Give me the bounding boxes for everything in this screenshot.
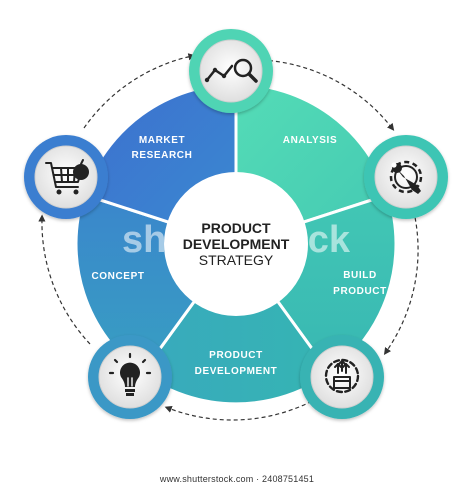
badge-build-product bbox=[364, 135, 448, 219]
label-build-product-line1: BUILD bbox=[343, 270, 377, 281]
gear-wrench-icon bbox=[389, 160, 423, 194]
label-market-research-line1: MARKET bbox=[139, 135, 185, 146]
label-concept: CONCEPT bbox=[91, 271, 144, 282]
center-subtitle: STRATEGY bbox=[199, 252, 274, 268]
badge-market-research bbox=[24, 135, 108, 219]
arrow-proddev-to-concept bbox=[164, 397, 319, 421]
arrow-build-to-proddev bbox=[383, 203, 419, 355]
cycle-arrows bbox=[38, 53, 419, 421]
badge-analysis bbox=[189, 29, 273, 113]
label-analysis: ANALYSIS bbox=[283, 135, 337, 146]
center-title-line1: PRODUCT bbox=[201, 220, 271, 236]
analytics-magnifier-icon bbox=[204, 58, 258, 83]
label-product-development-line1: PRODUCT bbox=[209, 350, 263, 361]
lightbulb-icon bbox=[108, 352, 152, 396]
label-market-research-line2: RESEARCH bbox=[132, 150, 193, 161]
footer-credit: www.shutterstock.com · 2408751451 bbox=[159, 474, 315, 484]
center-hub: PRODUCT DEVELOPMENT STRATEGY bbox=[164, 172, 308, 316]
gear-box-icon bbox=[324, 358, 360, 394]
arrow-analysis-to-build bbox=[261, 59, 395, 131]
segment-labels: ANALYSIS BUILD PRODUCT PRODUCT DEVELOPME… bbox=[91, 135, 386, 377]
arrow-market-to-analysis bbox=[83, 53, 196, 129]
footer-bar bbox=[0, 450, 474, 489]
shopping-cart-icon bbox=[45, 159, 89, 195]
arrow-concept-to-market bbox=[38, 214, 91, 345]
center-title-line2: DEVELOPMENT bbox=[183, 236, 290, 252]
label-build-product-line2: PRODUCT bbox=[333, 286, 387, 297]
label-product-development-line2: DEVELOPMENT bbox=[195, 366, 278, 377]
